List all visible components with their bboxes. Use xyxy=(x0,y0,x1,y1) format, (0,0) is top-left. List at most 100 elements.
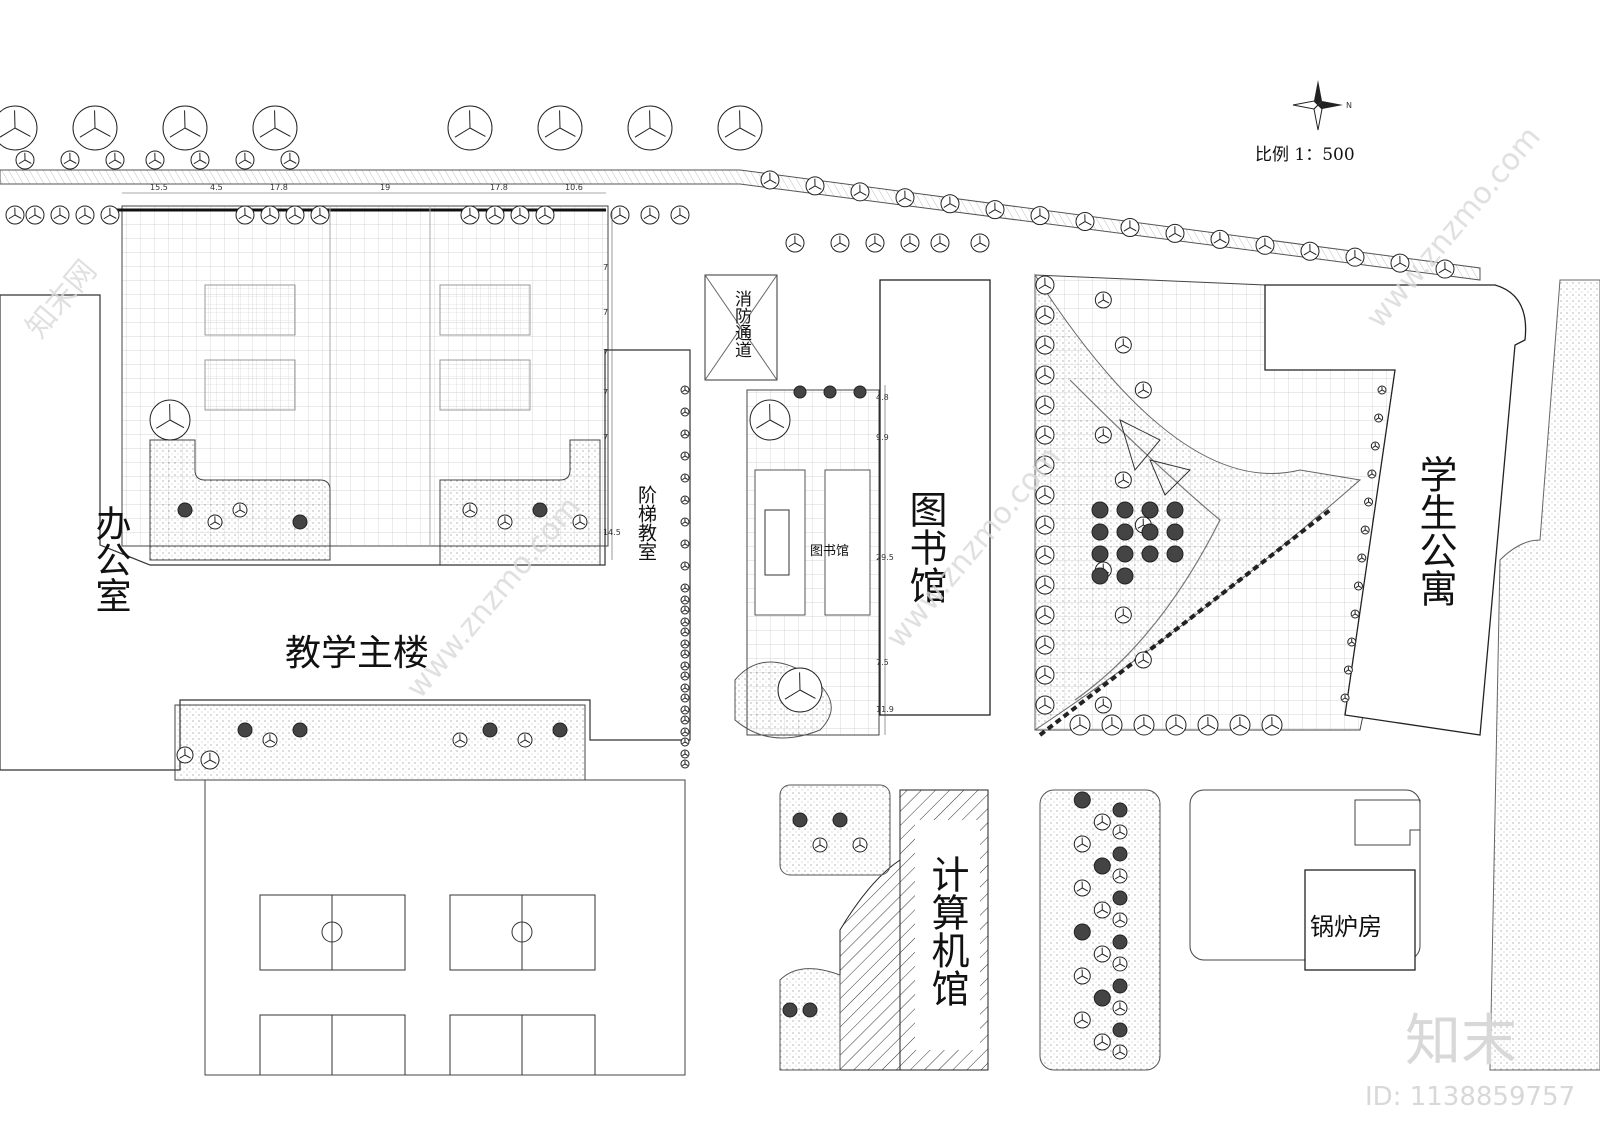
planter-right xyxy=(439,439,601,566)
tree-icon xyxy=(1367,469,1377,479)
dim-lib: 9.9 xyxy=(876,433,889,442)
dim-top: 10.6 xyxy=(565,183,583,192)
dim-top: 17.8 xyxy=(490,183,508,192)
dim-lib: 29.5 xyxy=(876,553,894,562)
tree-icon xyxy=(1343,665,1353,675)
tree-icon xyxy=(1114,336,1132,354)
tree-icon xyxy=(823,385,837,399)
tree-icon xyxy=(680,693,690,703)
tree-icon xyxy=(1030,206,1050,226)
tree-icon xyxy=(717,105,763,151)
tree-icon xyxy=(15,150,35,170)
fire-lane-label: 消防通道 xyxy=(731,290,752,358)
tree-icon xyxy=(680,727,690,737)
watermark-id: ID: 1138859757 xyxy=(1365,1082,1575,1112)
tree-icon xyxy=(1035,365,1055,385)
tree-icon xyxy=(1035,695,1055,715)
right-edge-land xyxy=(1489,279,1600,1071)
tree-icon xyxy=(280,150,300,170)
tree-icon xyxy=(1166,545,1184,563)
tree-icon xyxy=(100,205,120,225)
tree-icon xyxy=(1340,693,1350,703)
tree-icon xyxy=(285,205,305,225)
tree-icon xyxy=(535,205,555,225)
tree-icon xyxy=(1165,714,1187,736)
sports-field-boundary xyxy=(204,779,686,1076)
tree-icon xyxy=(792,812,808,828)
svg-text:N: N xyxy=(1346,101,1352,110)
tree-icon xyxy=(680,671,690,681)
library-label: 图书馆 xyxy=(903,490,947,604)
tree-icon xyxy=(1112,1044,1128,1060)
tree-icon xyxy=(482,722,498,738)
dimensions-side: 7 7 7 7 7 14.5 xyxy=(603,210,621,560)
tree-icon xyxy=(970,233,990,253)
tree-icon xyxy=(1112,846,1128,862)
dim-lib: 7.5 xyxy=(876,658,889,667)
tree-icon xyxy=(830,233,850,253)
tree-icon xyxy=(50,205,70,225)
tree-icon xyxy=(680,561,690,571)
tree-icon xyxy=(190,150,210,170)
dimensions-library: 4.8 9.9 29.5 7.5 11.9 xyxy=(876,385,894,735)
tree-icon xyxy=(235,150,255,170)
tree-strip-lower xyxy=(1039,789,1161,1071)
watermark-logo: 知末 xyxy=(1405,1009,1517,1074)
tree-icon xyxy=(1141,545,1159,563)
trees xyxy=(0,105,1455,1060)
tree-icon xyxy=(1261,714,1283,736)
fire-lane-box xyxy=(704,274,778,381)
tree-icon xyxy=(0,105,38,151)
scale-label: 比例 1：500 xyxy=(1255,145,1355,165)
office-label: 办公室 xyxy=(90,505,131,613)
tree-icon xyxy=(1035,455,1055,475)
tree-icon xyxy=(149,399,191,441)
tree-icon xyxy=(749,399,791,441)
tree-icon xyxy=(1112,890,1128,906)
tree-icon xyxy=(1035,635,1055,655)
tree-icon xyxy=(537,105,583,151)
tree-icon xyxy=(1165,223,1185,243)
tree-icon xyxy=(75,205,95,225)
tree-icon xyxy=(1112,912,1128,928)
tree-icon xyxy=(572,514,588,530)
tree-icon xyxy=(1357,553,1367,563)
tree-icon xyxy=(1255,235,1275,255)
dim-side: 7 xyxy=(603,348,608,357)
tree-icon xyxy=(1075,212,1095,232)
tree-icon xyxy=(1094,426,1112,444)
tree-icon xyxy=(292,722,308,738)
tree-icon xyxy=(1112,868,1128,884)
tree-icon xyxy=(1035,515,1055,535)
tree-icon xyxy=(680,451,690,461)
tree-icon xyxy=(262,732,278,748)
tree-icon xyxy=(812,837,828,853)
dorm-building xyxy=(1264,284,1527,736)
tree-icon xyxy=(1390,253,1410,273)
tree-icon xyxy=(1035,485,1055,505)
tree-icon xyxy=(680,605,690,615)
tree-icon xyxy=(1350,609,1360,619)
tree-icon xyxy=(680,705,690,715)
tree-icon xyxy=(1035,335,1055,355)
computer-hall-label: 计算机馆 xyxy=(925,855,969,1007)
tree-icon xyxy=(865,233,885,253)
tree-icon xyxy=(200,750,220,770)
dim-top: 15.5 xyxy=(150,183,168,192)
tree-icon xyxy=(680,627,690,637)
tree-icon xyxy=(252,105,298,151)
tree-icon xyxy=(177,502,193,518)
tree-icon xyxy=(1210,229,1230,249)
tree-icon xyxy=(1035,395,1055,415)
dim-lib: 4.8 xyxy=(876,393,889,402)
tree-icon xyxy=(1091,545,1109,563)
tree-icon xyxy=(1112,802,1128,818)
dim-side: 14.5 xyxy=(603,528,621,537)
tree-icon xyxy=(782,1002,798,1018)
library-small-label: 图书馆 xyxy=(810,544,849,559)
tree-icon xyxy=(1347,637,1357,647)
tree-icon xyxy=(162,105,208,151)
tree-icon xyxy=(1345,247,1365,267)
tree-icon xyxy=(1435,259,1455,279)
